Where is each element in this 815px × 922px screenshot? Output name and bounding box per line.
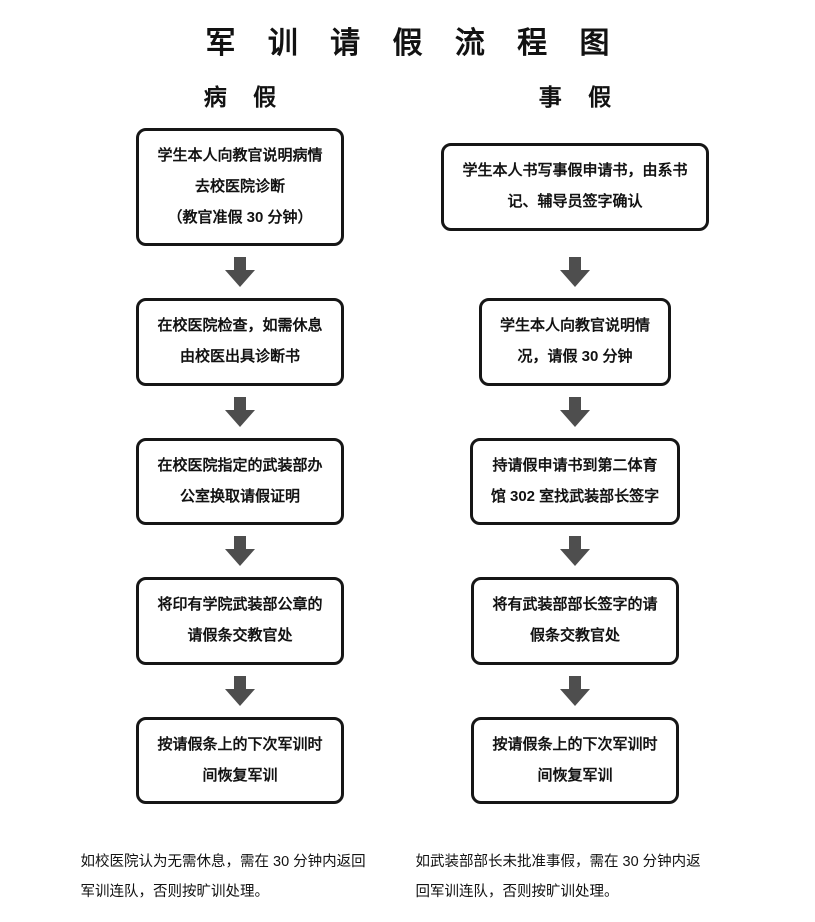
page-title: 军 训 请 假 流 程 图 (205, 27, 622, 60)
personal-leave-arrow-4-cell (408, 665, 743, 717)
personal-leave-step-2-box: 学生本人向教官说明情 况，请假 30 分钟 (478, 298, 671, 386)
arrow-head (560, 688, 590, 706)
arrow-head (225, 549, 255, 567)
personal-leave-arrow-2-cell (408, 386, 743, 438)
arrow-stem (569, 675, 581, 689)
sick-leave-note: 如校医院认为无需休息，需在 30 分钟内返回 军训连队，否则按旷训处理。 (80, 853, 366, 901)
down-arrow-icon (560, 257, 590, 288)
sick-leave-step-2-box: 在校医院检查，如需休息 由校医出具诊断书 (136, 298, 344, 386)
personal-leave-step-5-box: 按请假条上的下次军训时 间恢复军训 (471, 716, 679, 805)
personal-leave-step-5-cell: 按请假条上的下次军训时 间恢复军训 (408, 716, 743, 805)
sick-leave-step-4-cell: 将印有学院武装部公章的 请假条交教官处 (73, 577, 408, 665)
sick-leave-arrow-2-cell (73, 386, 408, 438)
personal-leave-step-3-cell: 持请假申请书到第二体育 馆 302 室找武装部长签字 (408, 437, 743, 526)
sick-leave-arrow-3-cell (73, 525, 408, 577)
down-arrow-icon (225, 257, 255, 288)
personal-leave-step-1-box: 学生本人书写事假申请书，由系书 记、辅导员签字确认 (441, 143, 709, 231)
personal-leave-arrow-1-cell (408, 246, 743, 298)
column-header-sick-leave: 病 假 (203, 84, 287, 110)
personal-leave-step-3-box: 持请假申请书到第二体育 馆 302 室找武装部长签字 (469, 437, 681, 526)
down-arrow-icon (560, 675, 590, 706)
sick-leave-step-1-cell: 学生本人向教官说明病情 去校医院诊断 （教官准假 30 分钟） (73, 128, 408, 247)
sick-leave-step-5-box: 按请假条上的下次军训时 间恢复军训 (136, 716, 344, 805)
arrow-stem (234, 257, 246, 271)
arrow-head (225, 688, 255, 706)
sick-leave-arrow-4-cell (73, 665, 408, 717)
sick-leave-step-1-box: 学生本人向教官说明病情 去校医院诊断 （教官准假 30 分钟） (136, 128, 344, 247)
sick-leave-step-3-box: 在校医院指定的武装部办 公室换取请假证明 (136, 437, 344, 526)
arrow-head (225, 270, 255, 288)
personal-leave-step-4-cell: 将有武装部部长签字的请 假条交教官处 (408, 577, 743, 665)
arrow-stem (569, 257, 581, 271)
arrow-stem (234, 675, 246, 689)
sick-leave-header-cell: 病 假 (73, 78, 408, 128)
personal-leave-step-2-cell: 学生本人向教官说明情 况，请假 30 分钟 (408, 298, 743, 386)
flowchart-grid: 病 假 事 假 学生本人向教官说明病情 去校医院诊断 （教官准假 30 分钟） … (73, 78, 743, 922)
down-arrow-icon (225, 536, 255, 567)
personal-leave-header-cell: 事 假 (408, 78, 743, 128)
down-arrow-icon (560, 536, 590, 567)
sick-leave-step-5-cell: 按请假条上的下次军训时 间恢复军训 (73, 716, 408, 805)
arrow-stem (234, 396, 246, 410)
personal-leave-step-1-cell: 学生本人书写事假申请书，由系书 记、辅导员签字确认 (408, 128, 743, 246)
arrow-stem (569, 396, 581, 410)
personal-leave-arrow-3-cell (408, 525, 743, 577)
personal-leave-note: 如武装部部长未批准事假，需在 30 分钟内返 回军训连队，否则按旷训处理。 (415, 853, 701, 901)
sick-leave-step-2-cell: 在校医院检查，如需休息 由校医出具诊断书 (73, 298, 408, 386)
arrow-head (560, 270, 590, 288)
down-arrow-icon (225, 396, 255, 427)
arrow-stem (234, 536, 246, 550)
down-arrow-icon (225, 675, 255, 706)
arrow-head (225, 409, 255, 427)
sick-leave-step-4-box: 将印有学院武装部公章的 请假条交教官处 (136, 577, 344, 665)
arrow-head (560, 549, 590, 567)
personal-leave-step-4-box: 将有武装部部长签字的请 假条交教官处 (471, 577, 679, 665)
down-arrow-icon (560, 396, 590, 427)
personal-leave-note-cell: 如武装部部长未批准事假，需在 30 分钟内返 回军训连队，否则按旷训处理。 (408, 804, 743, 922)
arrow-stem (569, 536, 581, 550)
arrow-head (560, 409, 590, 427)
sick-leave-step-3-cell: 在校医院指定的武装部办 公室换取请假证明 (73, 437, 408, 526)
column-header-personal-leave: 事 假 (538, 84, 622, 110)
sick-leave-note-cell: 如校医院认为无需休息，需在 30 分钟内返回 军训连队，否则按旷训处理。 (73, 804, 408, 922)
sick-leave-arrow-1-cell (73, 246, 408, 298)
